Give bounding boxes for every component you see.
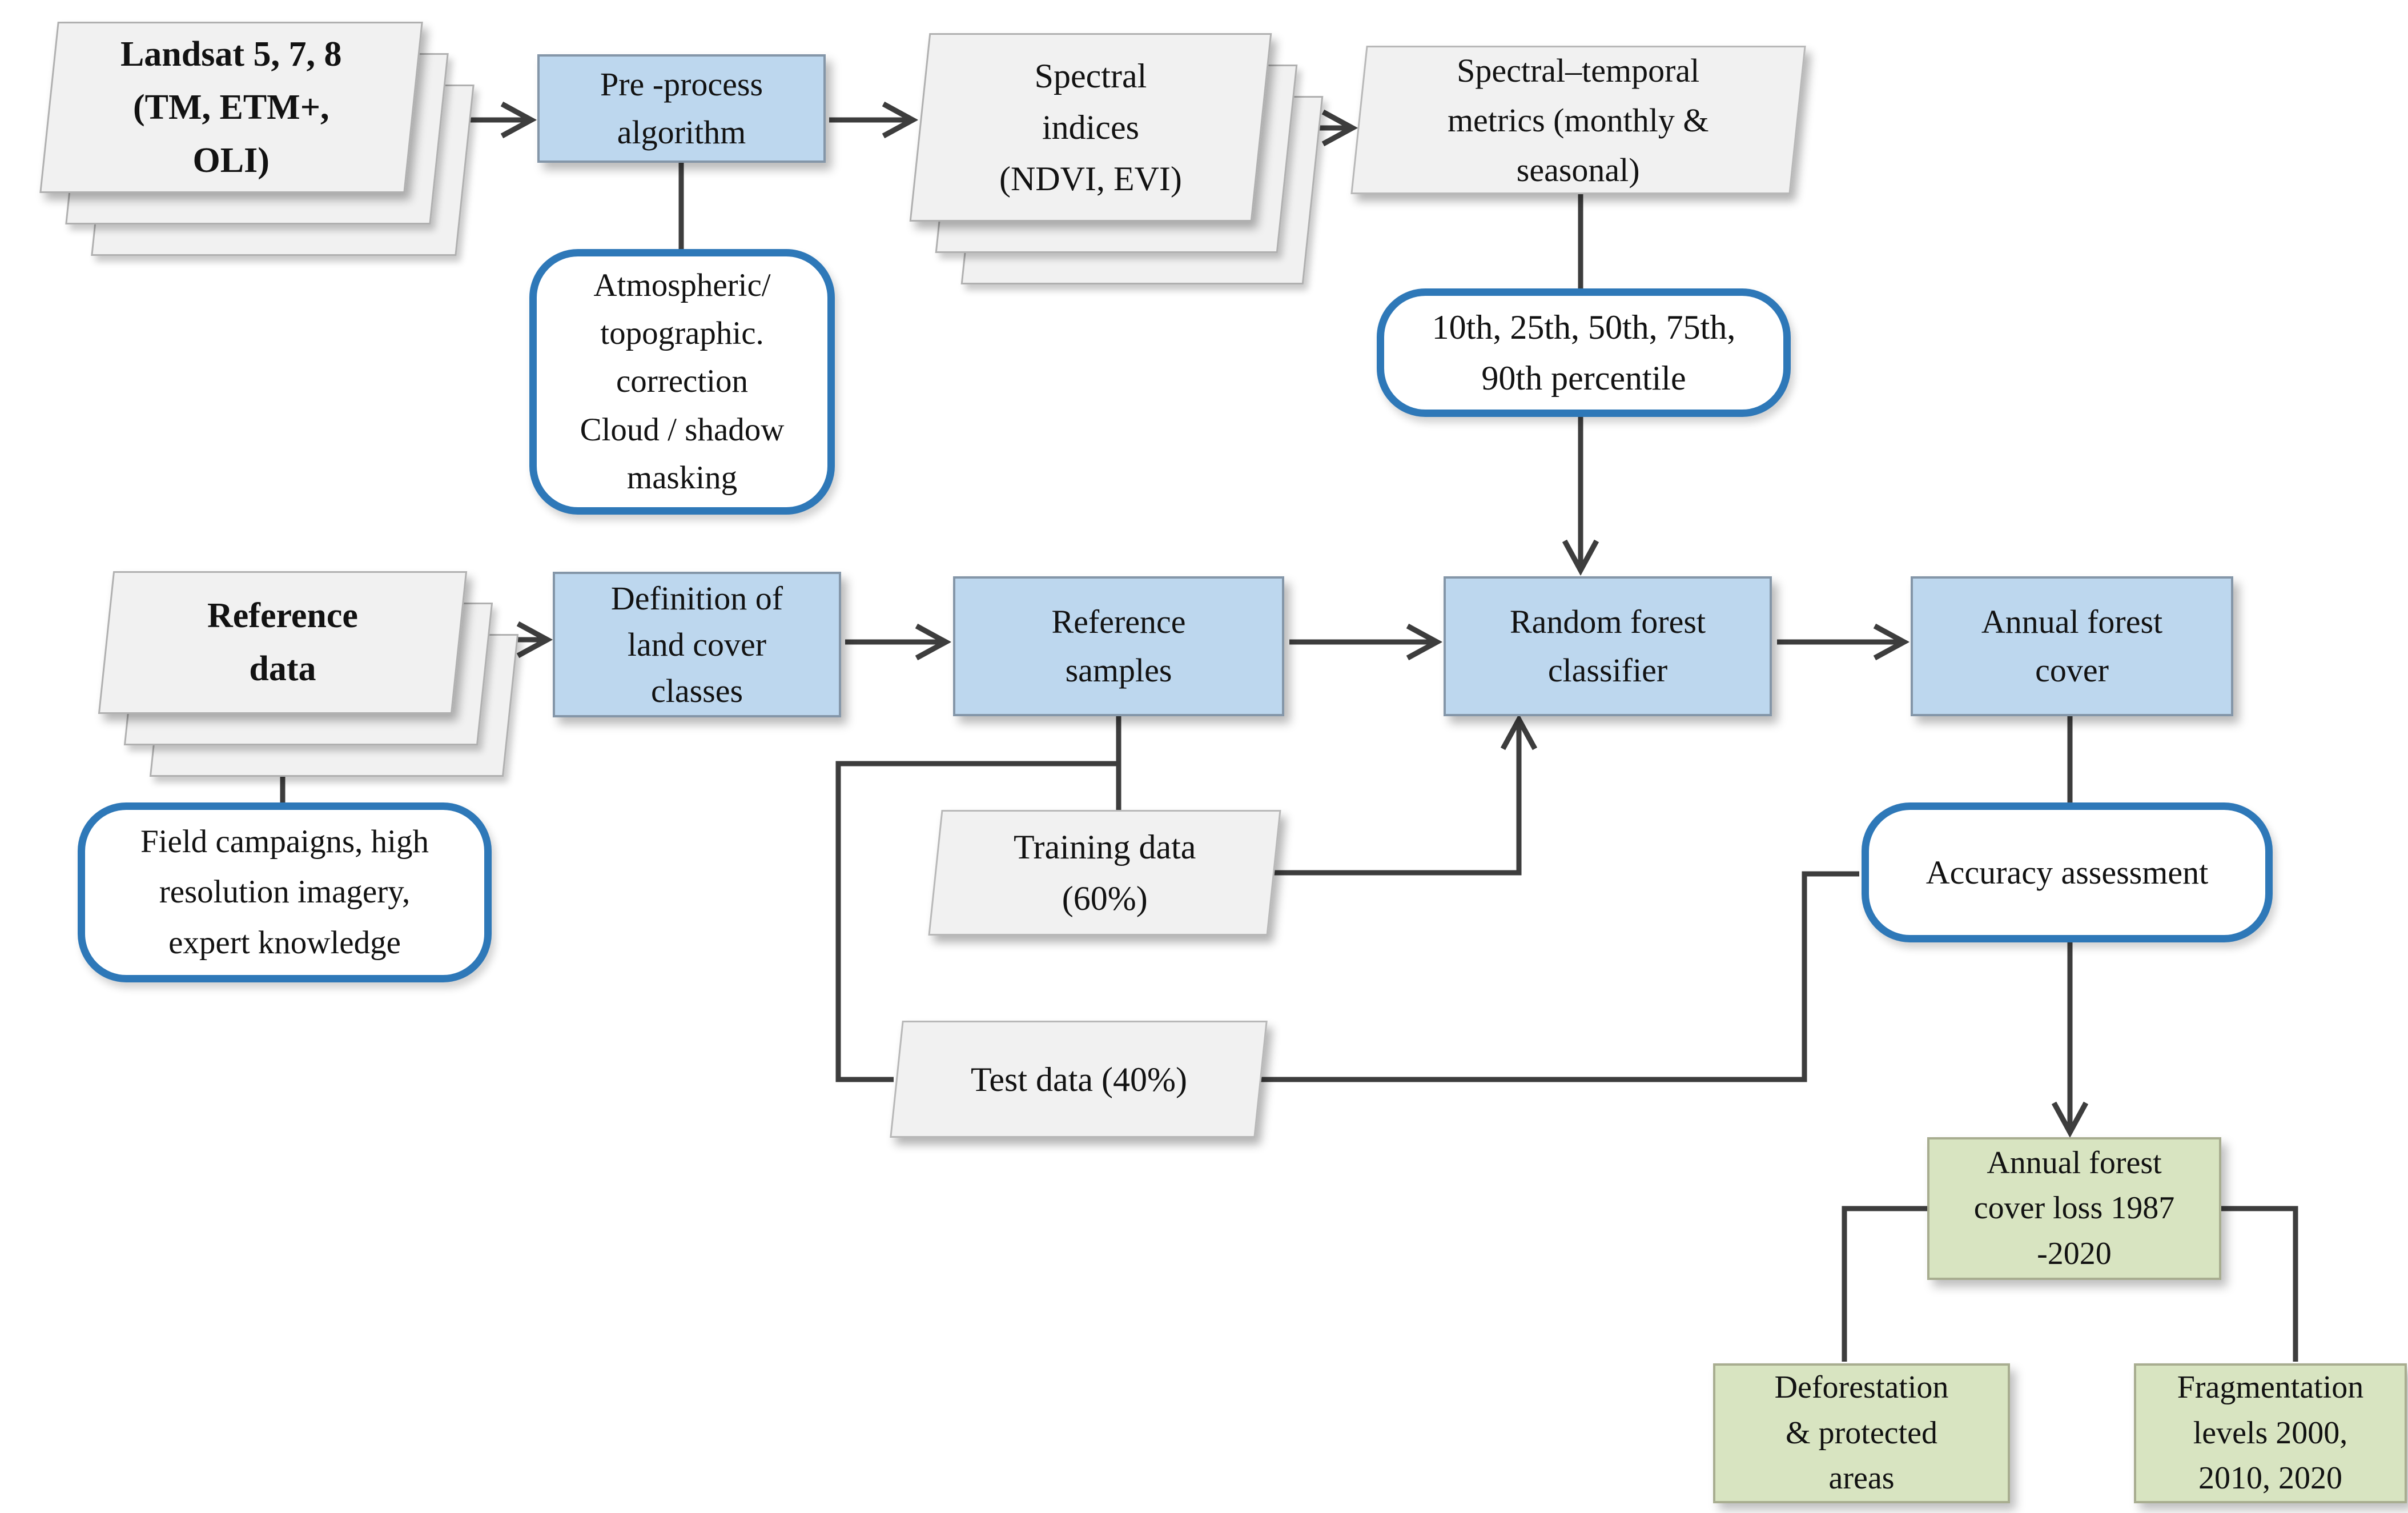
node-label: Landsat 5, 7, 8 (TM, ETM+, OLI) <box>120 34 342 180</box>
node-label: Accuracy assessment <box>1925 853 2209 891</box>
node-field-sources: Field campaigns, high resolution imagery… <box>78 802 492 982</box>
node-label: Field campaigns, high resolution imagery… <box>140 823 429 961</box>
node-accuracy-assessment: Accuracy assessment <box>1862 802 2273 942</box>
node-landsat-imagery: Landsat 5, 7, 8 (TM, ETM+, OLI) <box>39 22 483 273</box>
node-reference-samples: Reference samples <box>953 576 1284 716</box>
node-annual-forest-cover: Annual forest cover <box>1911 576 2233 716</box>
node-label: Spectral indices (NDVI, EVI) <box>999 57 1182 198</box>
node-label: Pre -process algorithm <box>600 65 763 151</box>
connector-reference-samples-test <box>835 761 1119 1082</box>
stack-sheet-front: Reference data <box>98 571 468 714</box>
node-label: Annual forest cover <box>1981 603 2163 689</box>
node-label: Fragmentation levels 2000, 2010, 2020 <box>2177 1370 2364 1496</box>
node-label: Random forest classifier <box>1509 603 1706 689</box>
node-label: Deforestation & protected areas <box>1774 1370 1949 1496</box>
node-test-data: Test data (40%) <box>890 1021 1268 1138</box>
node-reference-data: Reference data <box>98 571 528 794</box>
node-label: 10th, 25th, 50th, 75th, 90th percentile <box>1432 308 1736 397</box>
node-label: Atmospheric/ topographic. correction Clo… <box>580 267 785 496</box>
node-label: Annual forest cover loss 1987 -2020 <box>1973 1145 2175 1271</box>
node-label: Reference data <box>207 596 358 688</box>
node-spectral-temporal-metrics: Spectral–temporal metrics (monthly & sea… <box>1350 46 1806 194</box>
node-definition-land-cover-classes: Definition of land cover classes <box>553 572 841 717</box>
connector-cover-loss-fragmentation <box>2221 1206 2298 1362</box>
connector-cover-loss-deforestation <box>1842 1206 1927 1362</box>
node-label: Training data (60%) <box>1013 828 1196 917</box>
node-percentiles: 10th, 25th, 50th, 75th, 90th percentile <box>1377 288 1791 417</box>
node-annual-forest-cover-loss: Annual forest cover loss 1987 -2020 <box>1927 1137 2221 1280</box>
node-random-forest-classifier: Random forest classifier <box>1444 576 1772 716</box>
node-label: Reference samples <box>1051 603 1186 689</box>
connector-training-random-forest <box>1272 721 1519 876</box>
node-preprocess-algorithm: Pre -process algorithm <box>537 54 826 163</box>
stack-sheet-front: Landsat 5, 7, 8 (TM, ETM+, OLI) <box>39 22 423 193</box>
node-deforestation-protected-areas: Deforestation & protected areas <box>1713 1363 2010 1503</box>
node-label: Definition of land cover classes <box>610 579 783 710</box>
node-training-data: Training data (60%) <box>928 810 1281 936</box>
node-label: Spectral–temporal metrics (monthly & sea… <box>1448 51 1709 188</box>
node-spectral-indices: Spectral indices (NDVI, EVI) <box>909 33 1324 302</box>
node-fragmentation-levels: Fragmentation levels 2000, 2010, 2020 <box>2134 1363 2407 1503</box>
connector-test-accuracy <box>1259 871 1859 1082</box>
stack-sheet-front: Spectral indices (NDVI, EVI) <box>909 33 1272 222</box>
node-label: Test data (40%) <box>970 1060 1187 1098</box>
node-atmospheric-correction: Atmospheric/ topographic. correction Clo… <box>529 249 835 515</box>
